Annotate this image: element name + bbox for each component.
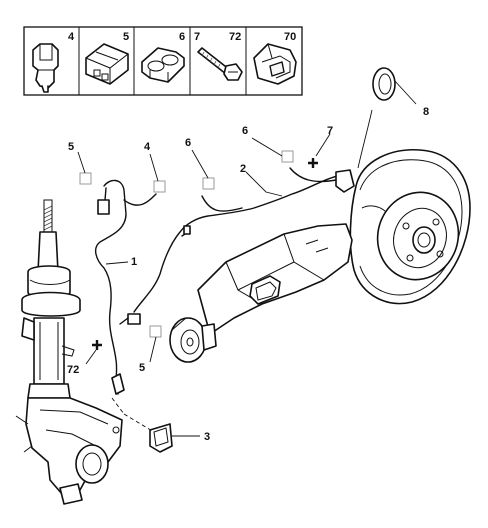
callout-6: 6 [185,137,191,149]
callouts: 8 5 4 6 2 6 7 1 5 72 3 [67,106,429,443]
placeholder-square [149,325,162,338]
callout-5: 5 [68,141,74,153]
callout-4: 4 [144,141,151,153]
screw-icon [197,47,243,81]
callout-1: 1 [131,256,137,268]
seal-ring [357,67,417,169]
callout-8: 8 [423,106,429,118]
bracket-icon [253,43,297,85]
legend-number-4: 4 [68,31,75,43]
rear-connector [127,313,141,325]
legend-box: 4 5 6 7 72 70 [23,26,303,96]
callout-7: 7 [327,125,333,137]
placeholder-square [79,172,92,185]
placeholder-square [281,150,294,163]
clip-icon [32,43,59,93]
placeholder-markers [79,150,294,338]
steering-knuckle [15,397,123,505]
callout-5: 5 [139,362,145,374]
brake-drum [349,149,471,305]
double-clip-icon [141,47,185,83]
rear-speed-sensor [335,169,355,193]
legend-number-6: 6 [179,31,185,43]
placeholder-square [202,177,215,190]
cross-icon [92,340,102,350]
front-connector [97,199,110,215]
callout-2: 2 [240,163,246,175]
rear-sensor-wire [119,167,355,325]
callout-3: 3 [204,431,210,443]
front-sensor-wire [94,179,157,415]
placeholder-square [153,180,166,193]
screw-markers [92,158,318,350]
callout-72: 72 [67,364,79,376]
callout-6: 6 [242,125,248,137]
wire-bracket [123,413,173,453]
shock-strut [21,199,81,399]
legend-number-7: 7 [194,31,200,43]
connector-icon [85,43,129,85]
legend-number-70: 70 [284,31,296,43]
legend-number-5: 5 [123,31,129,43]
cross-icon [308,158,318,168]
rear-axle-beam [169,223,353,363]
legend-number-72: 72 [229,31,241,43]
leader-lines [77,133,331,437]
